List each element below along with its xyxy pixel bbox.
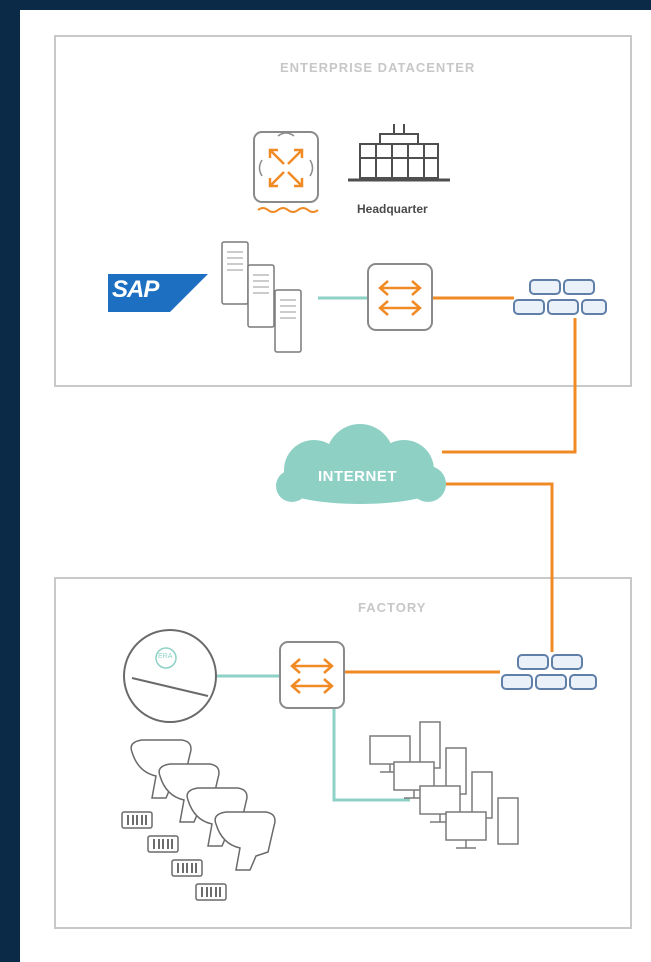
building-icon — [348, 124, 450, 182]
workstation-icon — [369, 721, 519, 849]
firewall-icon-datacenter — [513, 279, 607, 315]
switch-icon-datacenter — [367, 263, 433, 331]
link-firewall-internet-dc — [442, 318, 577, 454]
firewall-icon-factory — [501, 654, 597, 690]
server-stack-icon — [221, 241, 302, 353]
link-switch-workstations — [332, 708, 410, 802]
aruba-controller-icon — [253, 131, 319, 213]
sap-label: SAP — [112, 276, 159, 303]
barcode-scanner-icon — [121, 739, 276, 901]
cloud-icon — [276, 424, 446, 504]
headquarter-label: Headquarter — [357, 202, 428, 216]
access-point-badge: ERA — [158, 653, 173, 660]
switch-icon-factory — [279, 641, 345, 709]
link-internet-firewall-factory — [442, 482, 554, 652]
internet-label: INTERNET — [318, 468, 397, 485]
access-point-icon — [123, 629, 217, 723]
sap-logo — [108, 274, 208, 312]
datacenter-title: ENTERPRISE DATACENTER — [280, 60, 476, 75]
factory-title: FACTORY — [358, 600, 427, 615]
datacenter-zone — [54, 35, 632, 387]
